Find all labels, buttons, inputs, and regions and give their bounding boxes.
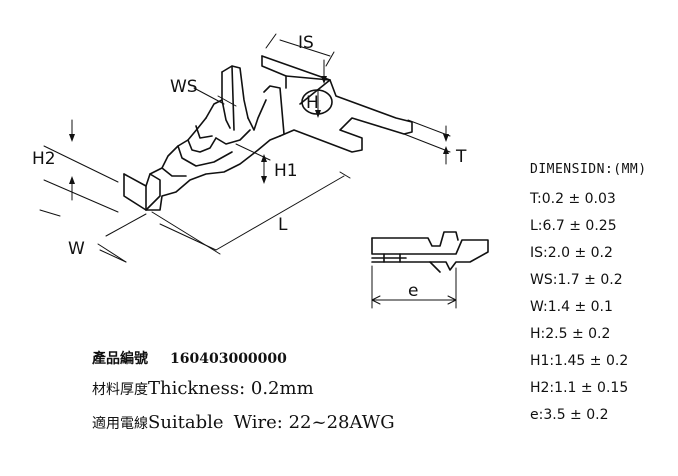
wire-label-cn: 適用電線 <box>92 416 148 432</box>
h2-label: H2 <box>32 149 56 169</box>
spec-h1: H1:1.45 ± 0.2 <box>530 353 628 369</box>
spec-w: W:1.4 ± 0.1 <box>530 299 613 315</box>
spec-ws: WS:1.7 ± 0.2 <box>530 272 623 288</box>
spec-t: T:0.2 ± 0.03 <box>530 191 616 207</box>
thickness-value: 0.2mm <box>250 378 314 399</box>
thickness-label-cn: 材料厚度 <box>92 382 148 398</box>
spec-value: 2.0 ± 0.2 <box>547 245 613 261</box>
spec-value: 6.7 ± 0.25 <box>542 218 617 234</box>
spec-value: 3.5 ± 0.2 <box>543 407 609 423</box>
wire-line: 適用電線Suitable Wire: 22~28AWG <box>92 412 395 433</box>
e-dimension <box>371 265 457 309</box>
spec-label: e: <box>530 407 544 423</box>
e-label: e <box>408 281 418 301</box>
w-label: W <box>68 239 85 259</box>
spec-label: L: <box>530 218 543 234</box>
spec-value: 0.2 ± 0.03 <box>541 191 616 207</box>
is-label: IS <box>298 33 314 53</box>
dimension-lines <box>39 33 451 263</box>
l-label: L <box>278 215 288 235</box>
part-number-line: 產品編號 160403000000 <box>92 348 287 368</box>
spec-is: IS:2.0 ± 0.2 <box>530 245 613 261</box>
spec-label: H: <box>530 326 546 342</box>
t-label: T <box>455 147 467 167</box>
spec-h2: H2:1.1 ± 0.15 <box>530 380 628 396</box>
side-view <box>371 231 489 273</box>
spec-label: H2: <box>530 380 555 396</box>
spec-value: 1.4 ± 0.1 <box>547 299 613 315</box>
thickness-line: 材料厚度Thickness: 0.2mm <box>92 378 314 399</box>
spec-value: 1.45 ± 0.2 <box>554 353 629 369</box>
part-number-label: 產品編號 <box>92 351 148 367</box>
spec-e: e:3.5 ± 0.2 <box>530 407 609 423</box>
spec-label: H1: <box>530 353 555 369</box>
spec-l: L:6.7 ± 0.25 <box>530 218 617 234</box>
terminal-body <box>123 55 413 211</box>
spec-value: 1.7 ± 0.2 <box>557 272 623 288</box>
wire-label-en: Suitable <box>148 412 224 433</box>
spec-label: W: <box>530 299 548 315</box>
spec-value: 2.5 ± 0.2 <box>545 326 611 342</box>
spec-label: IS: <box>530 245 548 261</box>
wire-value: 22~28AWG <box>288 412 395 433</box>
thickness-label-en: Thickness: <box>148 378 246 399</box>
h-label: H <box>306 93 319 113</box>
wire-label-en2: Wire: <box>233 412 283 433</box>
spec-value: 1.1 ± 0.15 <box>554 380 629 396</box>
ws-label: WS <box>170 77 198 97</box>
part-number: 160403000000 <box>170 351 287 367</box>
spec-label: T: <box>530 191 542 207</box>
spec-h: H:2.5 ± 0.2 <box>530 326 610 342</box>
spec-label: WS: <box>530 272 558 288</box>
dimension-title: DIMENSIDN:(MM) <box>530 162 647 177</box>
h1-label: H1 <box>274 161 298 181</box>
